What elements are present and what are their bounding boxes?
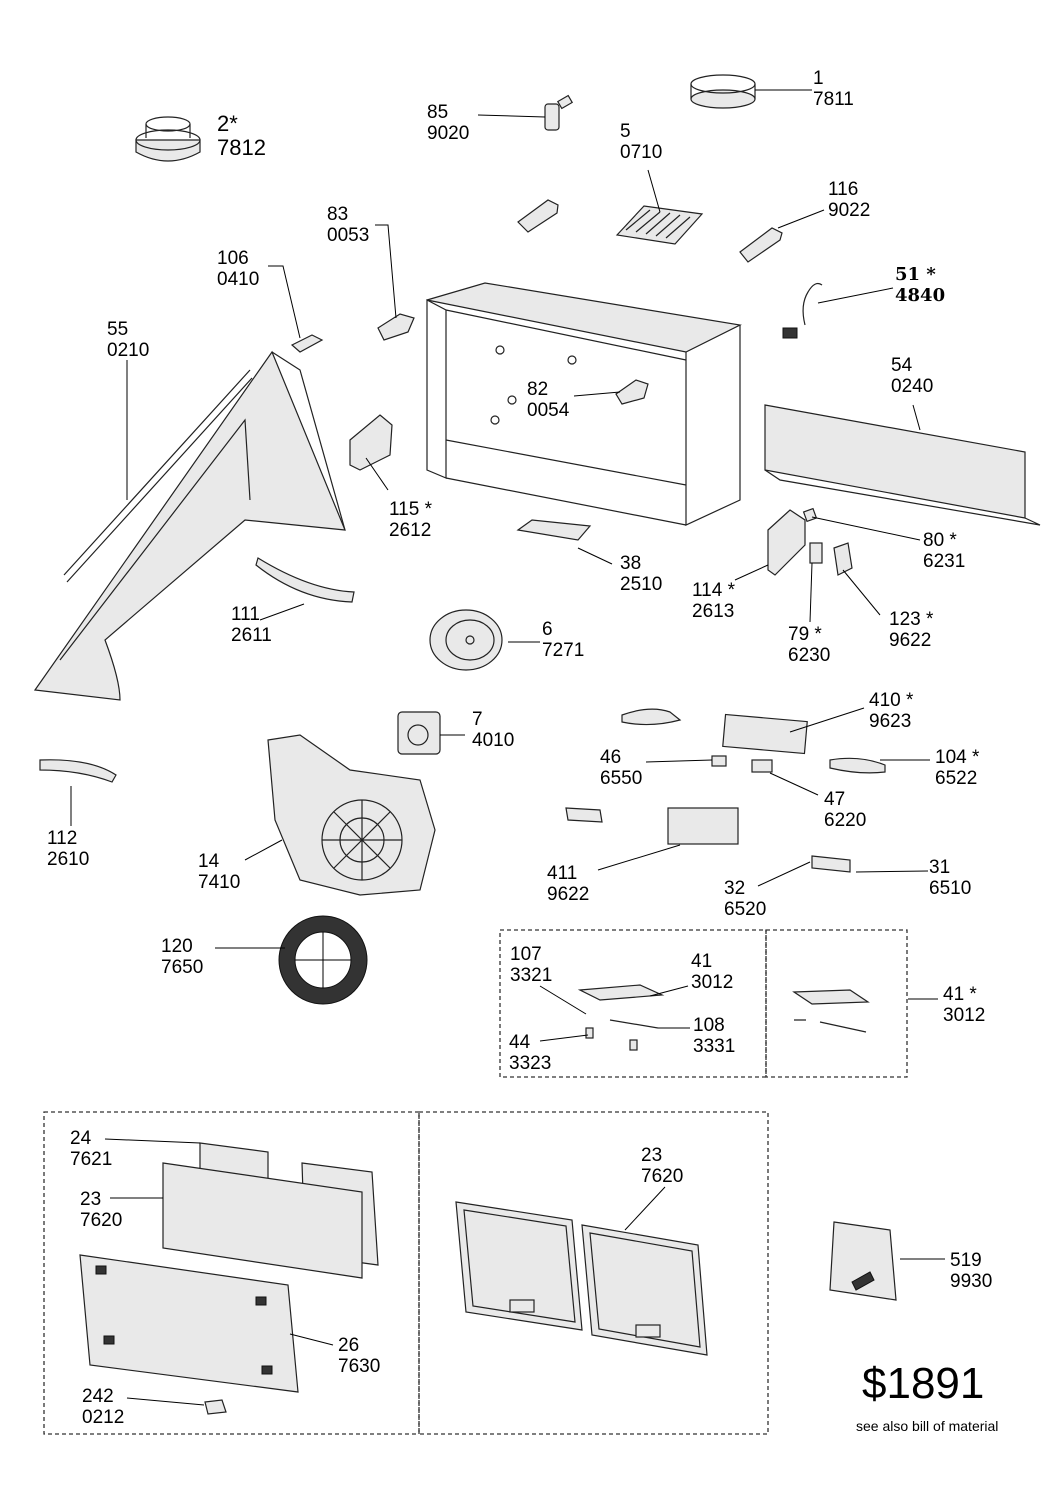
part-1-ring [690,74,756,109]
part-housing [426,282,742,526]
switch-kit-box-a [499,929,767,1078]
bill-of-material-note: see also bill of material [856,1418,999,1434]
part-2-adaptor [135,116,201,162]
label-part-41-b: 41 *3012 [943,984,986,1026]
part-114-bracket [767,509,806,576]
part-47-connector [751,759,773,773]
part-23-grease-filters [455,1201,708,1356]
part-112-strip [39,759,117,783]
part-82-clip [615,379,649,405]
label-part-51: 51 *4840 [895,264,946,306]
part-104-lamp [829,757,886,774]
part-31-capacitor [811,855,851,873]
part-54-strip [764,404,1041,526]
price-tag: $1891 [862,1359,985,1408]
part-411-module [667,807,739,845]
part-111-strip [255,557,355,603]
part-410-board [722,713,808,755]
part-38-plate [516,519,592,541]
part-79 [809,542,823,564]
part-115-bracket [349,414,393,471]
part-80 [802,507,818,523]
label-part-123: 123 *9622 [889,609,934,651]
part-5-grille [615,205,704,245]
label-part-79: 79 *6230 [788,624,831,666]
part-242-knob [204,1399,227,1415]
label-part-104: 104 *6522 [935,747,980,789]
label-part-114: 114 *2613 [692,580,735,622]
part-41-switch-a [577,984,665,1001]
label-part-2: 2*7812 [217,111,266,160]
part-51-cable [782,282,823,339]
label-part-410: 410 *9623 [869,690,914,732]
part-7-motor [397,711,441,755]
filter-panel-box [43,1111,420,1435]
part-6-impeller [429,609,503,671]
part-85-bolt [544,94,574,131]
part-519-hardware-bag [829,1221,897,1301]
part-14-blower [267,734,436,896]
part-26-front-panel [79,1254,299,1393]
part-108 [609,1019,659,1029]
part-46-connector [711,755,727,767]
label-part-115: 115 *2612 [389,499,432,541]
part-106-clip [290,334,324,353]
part-bracket-left [517,199,559,233]
part-lamp-a [621,708,682,726]
leader-lines [70,89,945,1406]
label-part-80: 80 *6231 [923,530,966,572]
part-120-carbon-filter [278,915,368,1005]
part-44 [585,1027,594,1039]
part-41-switch-b-wires [794,1019,867,1033]
part-123 [833,542,853,576]
part-41-switch-b [792,989,870,1005]
part-lamp-b [565,807,603,823]
part-116-bracket [739,227,783,263]
part-55-chimney [33,350,346,701]
part-44b [629,1039,638,1051]
switch-kit-box-b [765,929,908,1078]
part-23-glass [162,1162,363,1279]
